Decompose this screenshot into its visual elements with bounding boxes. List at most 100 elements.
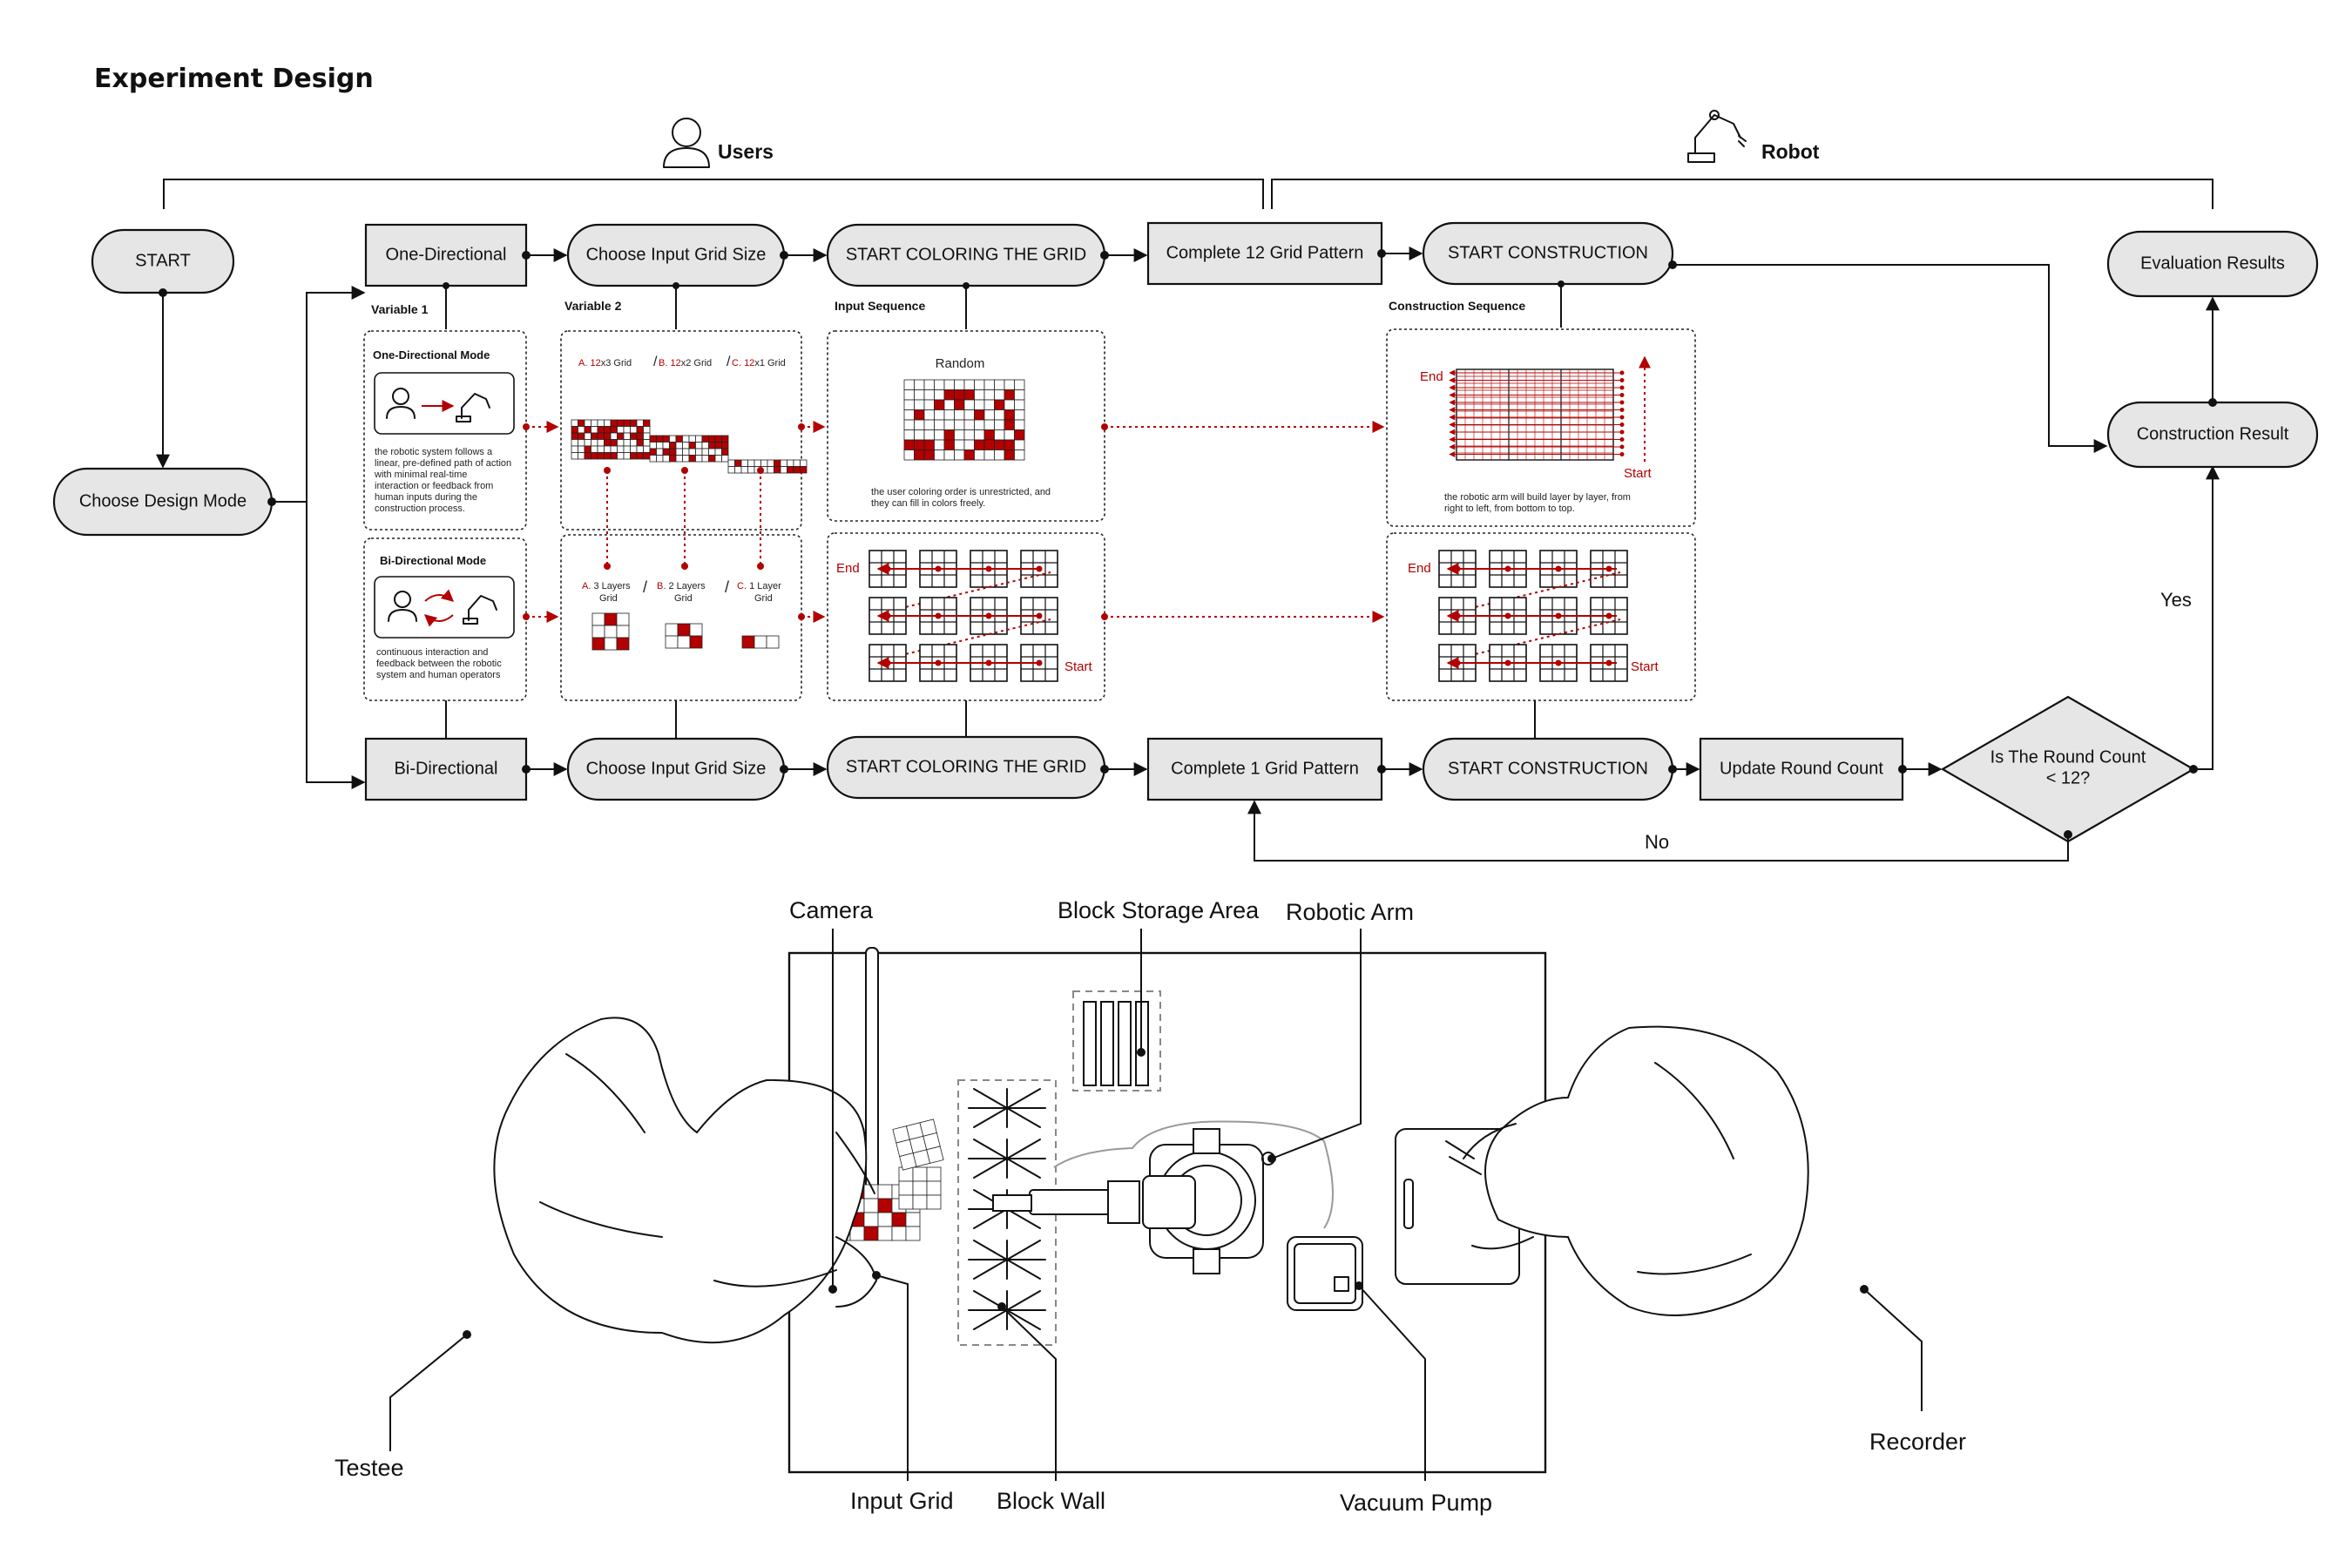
update-round-label: Update Round Count bbox=[1720, 759, 1883, 778]
construction-desc-0: the robotic arm will build layer by laye… bbox=[1444, 492, 1631, 503]
decision-line2: < 12? bbox=[2046, 768, 2091, 787]
grid-12x3-preview bbox=[571, 419, 651, 460]
layer-b-prefix: B. bbox=[657, 581, 666, 591]
construction-sequence-label: Construction Sequence bbox=[1389, 299, 1525, 313]
svg-text:with minimal real-time: with minimal real-time bbox=[374, 470, 467, 480]
svg-text:C. 1 Layer: C. 1 Layer bbox=[737, 581, 781, 591]
choose-grid-top-label: Choose Input Grid Size bbox=[586, 245, 767, 264]
construction-desc-1: right to left, from bottom to top. bbox=[1444, 504, 1575, 514]
layer-2-preview bbox=[665, 623, 703, 649]
evaluation-results-node bbox=[2106, 230, 2319, 298]
one-desc-1: linear, pre-defined path of action bbox=[375, 458, 511, 469]
svg-text:C. 12x1 Grid: C. 12x1 Grid bbox=[732, 358, 786, 368]
svg-text:A. 12x3 Grid: A. 12x3 Grid bbox=[578, 358, 632, 368]
variable1-label: Variable 1 bbox=[371, 302, 429, 316]
choose-design-mode-label: Choose Design Mode bbox=[79, 491, 247, 510]
page-title: Experiment Design bbox=[94, 64, 374, 94]
svg-text:they can fill in colors freely: they can fill in colors freely. bbox=[871, 498, 985, 509]
svg-text:human inputs during the: human inputs during the bbox=[375, 492, 477, 503]
construction-result-label: Construction Result bbox=[2137, 424, 2289, 443]
input-start-label: Start bbox=[1064, 659, 1093, 674]
one-desc-2: with minimal real-time bbox=[374, 470, 467, 480]
construction-end-label: End bbox=[1420, 369, 1443, 384]
block-wall-label: Block Wall bbox=[997, 1488, 1105, 1514]
bi-desc-1: feedback between the robotic bbox=[376, 659, 502, 669]
bi-desc-0: continuous interaction and bbox=[376, 647, 488, 658]
construction-grid bbox=[1449, 355, 1651, 462]
construction-bottom-label: START CONSTRUCTION bbox=[1448, 759, 1648, 778]
layer-3-preview bbox=[591, 612, 630, 651]
construction-top-label: START CONSTRUCTION bbox=[1448, 243, 1648, 262]
input-sequence-label: Input Sequence bbox=[835, 299, 925, 313]
svg-text:continuous interaction and: continuous interaction and bbox=[376, 647, 488, 658]
opt-b-rest: x2 Grid bbox=[681, 358, 712, 368]
camera-label: Camera bbox=[789, 897, 874, 923]
layer-b-rest: 2 Layers bbox=[668, 581, 706, 591]
layer-a-prefix: A. bbox=[582, 581, 591, 591]
complete-1-label: Complete 1 Grid Pattern bbox=[1171, 759, 1359, 778]
robot-bracket bbox=[1271, 179, 2213, 209]
coloring-bottom-label: START COLORING THE GRID bbox=[846, 757, 1086, 776]
svg-text:/: / bbox=[643, 578, 647, 596]
svg-text:the robotic arm will build lay: the robotic arm will build layer by laye… bbox=[1444, 492, 1631, 503]
no-label: No bbox=[1645, 831, 1669, 853]
vacuum-pump-label: Vacuum Pump bbox=[1340, 1490, 1492, 1516]
decision-line1: Is The Round Count bbox=[1990, 747, 2146, 767]
users-label: Users bbox=[718, 140, 774, 163]
layer-c-sub: Grid bbox=[754, 593, 773, 604]
svg-text:the user coloring order is unr: the user coloring order is unrestricted,… bbox=[871, 487, 1051, 497]
start-label: START bbox=[135, 251, 191, 270]
layer-panel bbox=[560, 534, 802, 701]
one-desc-5: construction process. bbox=[375, 504, 465, 514]
choose-grid-bottom-label: Choose Input Grid Size bbox=[586, 759, 767, 778]
random-label: Random bbox=[936, 356, 985, 371]
construction-top-node bbox=[1422, 221, 1674, 286]
users-bracket bbox=[163, 179, 1264, 209]
svg-text:construction process.: construction process. bbox=[375, 504, 465, 514]
layer-a-rest: 3 Layers bbox=[593, 581, 631, 591]
layer-a-sub: Grid bbox=[599, 593, 618, 604]
svg-text:system and human operators: system and human operators bbox=[376, 670, 501, 680]
construction-end2-label: End bbox=[1408, 561, 1431, 576]
variable2-label: Variable 2 bbox=[564, 299, 622, 313]
setup-leaders bbox=[389, 929, 1923, 1481]
layer-1-preview bbox=[741, 635, 780, 649]
opt-c-red: 12 bbox=[744, 358, 754, 368]
bi-mode-title: Bi-Directional Mode bbox=[380, 554, 486, 567]
opt-b-red: 12 bbox=[670, 358, 680, 368]
opt-c-rest: x1 Grid bbox=[754, 358, 785, 368]
svg-text:B. 2 Layers: B. 2 Layers bbox=[657, 581, 706, 591]
one-desc-0: the robotic system follows a bbox=[375, 447, 493, 457]
opt-b-prefix: B. bbox=[659, 358, 667, 368]
yes-label: Yes bbox=[2160, 589, 2192, 611]
construction-start2-label: Start bbox=[1631, 659, 1659, 674]
input-grid-label: Input Grid bbox=[850, 1488, 954, 1514]
robot-arm-icon bbox=[1687, 110, 1747, 163]
one-desc-4: human inputs during the bbox=[375, 492, 477, 503]
svg-text:A. 3 Layers: A. 3 Layers bbox=[582, 581, 631, 591]
svg-text:feedback between the robotic: feedback between the robotic bbox=[376, 659, 502, 669]
svg-text:linear, pre-defined path of ac: linear, pre-defined path of action bbox=[375, 458, 511, 469]
svg-text:interaction or feedback from: interaction or feedback from bbox=[375, 481, 493, 491]
coloring-top-label: START COLORING THE GRID bbox=[846, 245, 1086, 264]
testee-label: Testee bbox=[335, 1455, 404, 1481]
user-icon bbox=[663, 118, 710, 168]
bi-directional-label: Bi-Directional bbox=[395, 759, 498, 778]
robotic-arm-label: Robotic Arm bbox=[1286, 899, 1414, 925]
input-end-label: End bbox=[836, 561, 860, 576]
construction-sequence-grids bbox=[1438, 550, 1628, 682]
opt-c-prefix: C. bbox=[732, 358, 741, 368]
layer-c-rest: 1 Layer bbox=[749, 581, 781, 591]
complete-12-label: Complete 12 Grid Pattern bbox=[1166, 243, 1364, 262]
svg-text:the robotic system follows a: the robotic system follows a bbox=[375, 447, 493, 457]
input-sequence-grids bbox=[868, 550, 1058, 682]
random-grid bbox=[903, 379, 1025, 461]
input-desc-1: they can fill in colors freely. bbox=[871, 498, 985, 509]
grid-12x2-preview bbox=[649, 435, 729, 463]
complete-12-node bbox=[1146, 221, 1383, 286]
opt-a-rest: x3 Grid bbox=[601, 358, 632, 368]
layer-c-prefix: C. bbox=[737, 581, 747, 591]
svg-text:B. 12x2 Grid: B. 12x2 Grid bbox=[659, 358, 712, 368]
construction-start-label: Start bbox=[1624, 466, 1652, 481]
